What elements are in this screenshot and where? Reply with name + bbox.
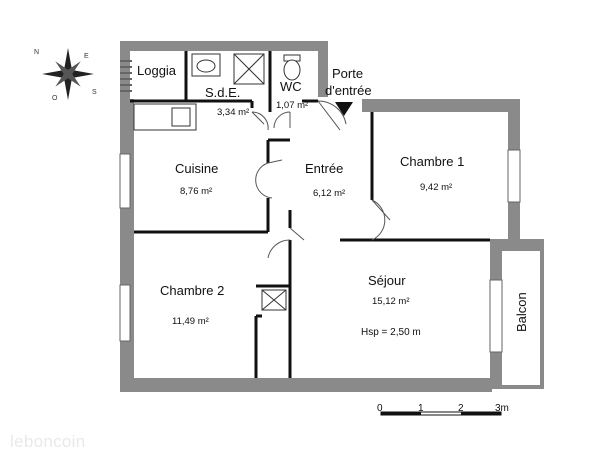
sde-label: S.d.E. (205, 85, 240, 100)
compass-o-label: O (52, 95, 58, 102)
porte-label-line2: d'entrée (325, 83, 372, 98)
compass-s-label: S (92, 89, 97, 96)
chambre2-label: Chambre 2 (160, 283, 224, 298)
balcon-label: Balcon (514, 292, 529, 332)
watermark: leboncoin (10, 432, 86, 451)
kitchen-counter (133, 103, 197, 131)
entree-area: 6,12 m² (313, 188, 345, 199)
porte-label-line1: Porte (332, 66, 363, 81)
sejour-label: Séjour (368, 273, 406, 288)
compass-n-label: N (34, 49, 39, 56)
scale-tick-3: 3m (495, 403, 509, 414)
wc-label: WC (280, 79, 302, 94)
entrance-arrow-icon (335, 102, 353, 116)
sejour-area: 15,12 m² (372, 296, 410, 307)
cuisine-area: 8,76 m² (180, 186, 212, 197)
scale-tick-1: 1 (418, 403, 424, 414)
bathroom-fixtures (191, 53, 265, 85)
compass-rose-icon: N E S O (34, 48, 97, 102)
cuisine-label: Cuisine (175, 161, 218, 176)
closet (261, 289, 287, 311)
chambre1-area: 9,42 m² (420, 182, 452, 193)
windows (119, 149, 521, 353)
loggia-label: Loggia (137, 63, 177, 78)
doors (251, 100, 391, 259)
sejour-height: Hsp = 2,50 m (361, 327, 421, 338)
toilet-fixture (283, 54, 301, 81)
compass-e-label: E (84, 53, 89, 60)
chambre1-label: Chambre 1 (400, 154, 464, 169)
sde-area: 3,34 m² (217, 107, 249, 118)
chambre2-area: 11,49 m² (172, 316, 209, 327)
loggia-hatch (120, 60, 132, 92)
entree-label: Entrée (305, 161, 343, 176)
scale-bar: 0 1 2 3m (377, 403, 509, 416)
scale-tick-0: 0 (377, 403, 383, 414)
scale-tick-2: 2 (458, 403, 464, 414)
wc-area: 1,07 m² (276, 100, 308, 111)
interior-walls (130, 51, 490, 378)
